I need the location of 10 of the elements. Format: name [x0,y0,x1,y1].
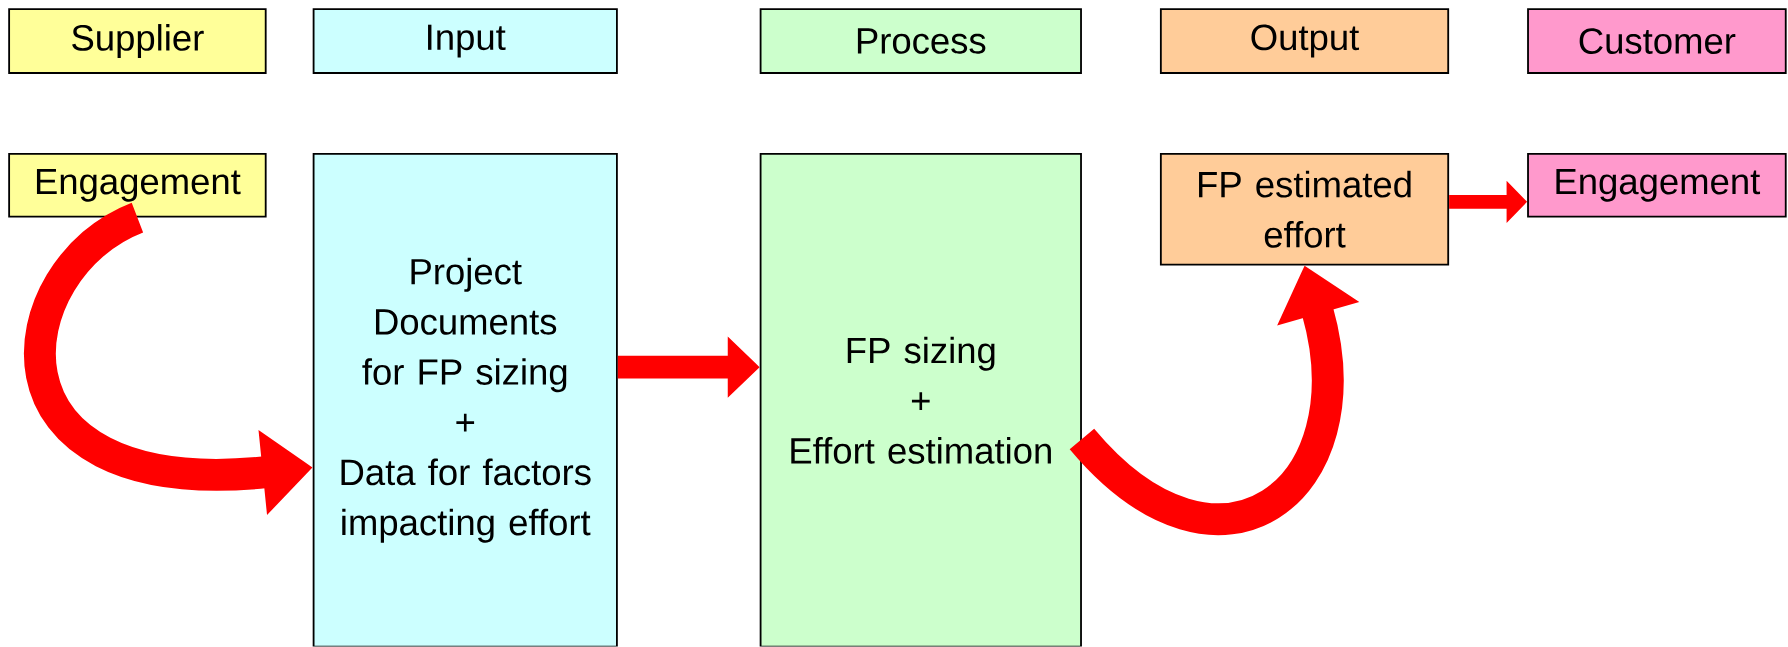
header-box: Supplier [8,8,267,75]
process-box: FP estimated effort [1159,153,1450,266]
process-box: Engagement [1527,153,1787,218]
process-box: FP sizing + Effort estimation [759,153,1082,647]
header-box: Input [312,8,618,75]
header-box: Process [759,8,1082,75]
header-box: Output [1159,8,1450,75]
header-box: Customer [1527,8,1787,75]
process-box: Engagement [8,153,267,218]
process-box: Project Documents for FP sizing + Data for factors impacting effort [312,153,618,647]
